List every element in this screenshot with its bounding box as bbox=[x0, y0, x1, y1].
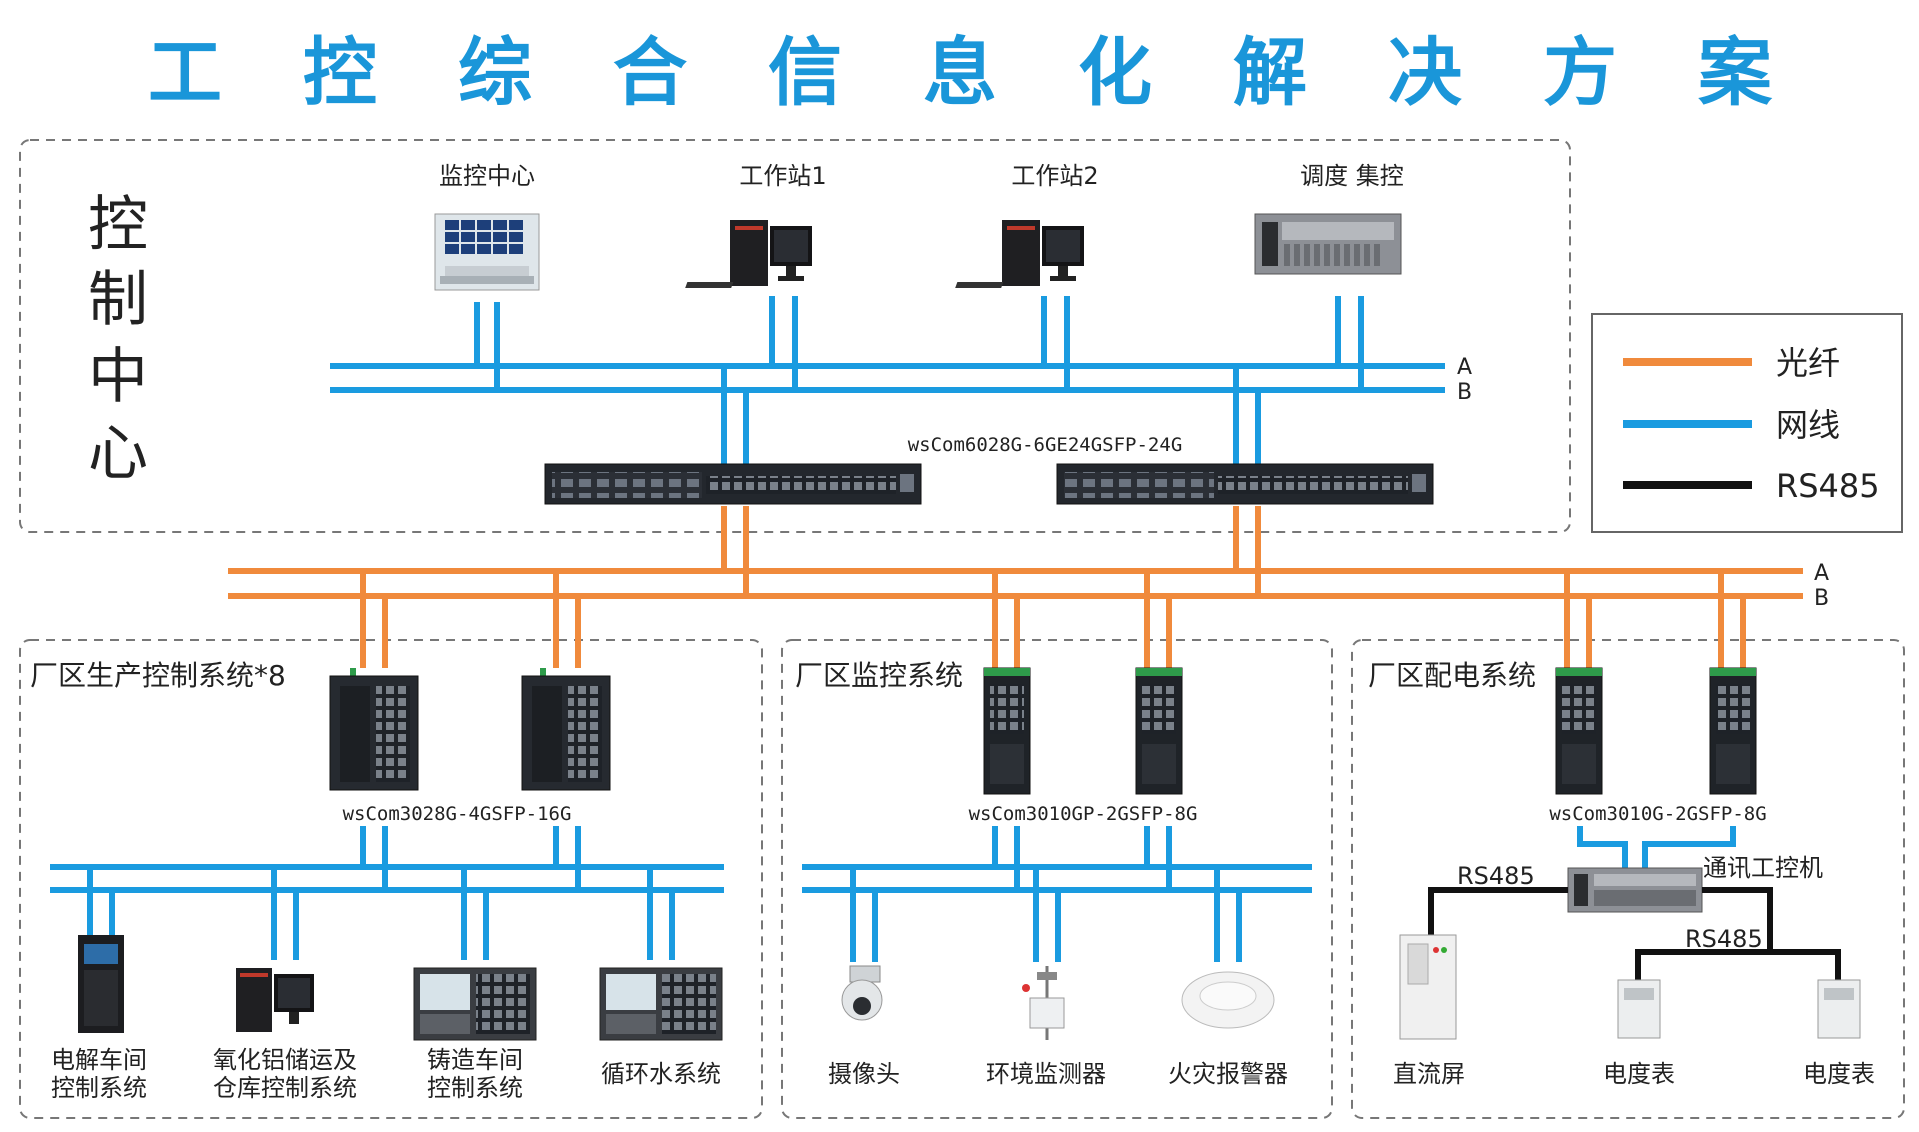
control-center-char: 心 bbox=[88, 419, 148, 489]
device-label-line1: 铸造车间 bbox=[427, 1046, 523, 1074]
bus-a-label: A bbox=[1457, 355, 1472, 380]
page-title: 工 控 综 合 信 息 化 解 决 方 案 bbox=[148, 30, 1773, 116]
zone-switch-model: wsCom3028G-4GSFP-16G bbox=[343, 803, 572, 825]
cabinet-icon bbox=[78, 935, 124, 1033]
desktop-pc-icon bbox=[236, 968, 314, 1032]
title-char: 工 bbox=[148, 30, 222, 116]
device-label: 直流屏 bbox=[1393, 1060, 1465, 1088]
title-char: 决 bbox=[1388, 30, 1462, 116]
title-char: 信 bbox=[768, 30, 842, 116]
slim-switch-icon bbox=[1135, 667, 1183, 795]
slim-switch-icon bbox=[1709, 667, 1757, 795]
legend: 光纤 网线 RS485 bbox=[1591, 313, 1903, 533]
slim-switch-icon bbox=[983, 667, 1031, 795]
core-switch-model: wsCom6028G-6GE24GSFP-24G bbox=[908, 434, 1183, 456]
device-label-line2: 控制系统 bbox=[51, 1074, 147, 1102]
slim-switch-icon bbox=[1555, 667, 1603, 795]
comm-pc-icon bbox=[1567, 867, 1703, 913]
node-label-workstation-1: 工作站1 bbox=[739, 162, 826, 190]
device-label: 电度表 bbox=[1603, 1060, 1675, 1088]
rs485-label: RS485 bbox=[1457, 862, 1535, 890]
node-label-monitor-center: 监控中心 bbox=[439, 162, 535, 190]
ethernet-links-control-center bbox=[330, 296, 1445, 466]
desktop-pc-icon bbox=[955, 220, 1084, 288]
device-label: 环境监测器 bbox=[986, 1060, 1106, 1088]
desktop-pc-icon bbox=[685, 220, 812, 288]
monitoring-zone bbox=[781, 639, 1333, 1119]
cnc-panel-icon bbox=[599, 967, 723, 1041]
legend-label-rs485: RS485 bbox=[1776, 467, 1880, 505]
bus-b-label: B bbox=[1457, 380, 1472, 405]
device-label-line2: 仓库控制系统 bbox=[213, 1074, 357, 1102]
control-center-char: 控 bbox=[88, 190, 148, 260]
legend-label-fiber: 光纤 bbox=[1776, 344, 1840, 382]
title-char: 控 bbox=[303, 30, 377, 116]
core-switch-1 bbox=[544, 463, 922, 505]
device-label: 摄像头 bbox=[828, 1060, 900, 1088]
power-zone bbox=[1351, 639, 1905, 1119]
title-char: 合 bbox=[613, 30, 687, 116]
device-label: 电度表 bbox=[1803, 1060, 1875, 1088]
control-center-char: 制 bbox=[88, 265, 148, 335]
title-char: 案 bbox=[1698, 30, 1773, 116]
zone-switch-model: wsCom3010G-2GSFP-8G bbox=[1549, 803, 1766, 825]
title-char: 化 bbox=[1078, 30, 1152, 116]
dome-camera-icon bbox=[841, 965, 883, 1021]
cnc-panel-icon bbox=[413, 967, 537, 1041]
smoke-detector-icon bbox=[1181, 971, 1275, 1029]
control-center-zone bbox=[19, 139, 1571, 533]
comm-pc-label: 通讯工控机 bbox=[1703, 854, 1823, 882]
din-switch-icon bbox=[521, 668, 611, 791]
node-label-workstation-2: 工作站2 bbox=[1011, 162, 1098, 190]
device-label-line2: 控制系统 bbox=[427, 1074, 523, 1102]
rs485-label: RS485 bbox=[1685, 925, 1763, 953]
fiber-links bbox=[228, 506, 1803, 668]
zone-switch-model: wsCom3010GP-2GSFP-8G bbox=[969, 803, 1198, 825]
legend-label-ethernet: 网线 bbox=[1776, 406, 1840, 444]
title-char: 综 bbox=[458, 30, 532, 116]
zone-title-monitoring: 厂区监控系统 bbox=[795, 659, 963, 692]
device-label-line1: 循环水系统 bbox=[601, 1060, 721, 1088]
monitor-wall-icon bbox=[434, 213, 540, 291]
rs485-links bbox=[1428, 887, 1841, 980]
control-center-char: 中 bbox=[88, 342, 148, 412]
core-switch-2 bbox=[1056, 463, 1434, 505]
ethernet-links-zones bbox=[50, 826, 1736, 962]
din-switch-icon bbox=[329, 668, 419, 791]
zone-title-power: 厂区配电系统 bbox=[1368, 659, 1536, 692]
env-monitor-icon bbox=[1022, 966, 1065, 1040]
device-label: 火灾报警器 bbox=[1168, 1060, 1288, 1088]
control-center-label: 控 制 中 心 bbox=[88, 190, 148, 489]
title-char: 息 bbox=[923, 30, 997, 116]
device-label-line1: 氧化铝储运及 bbox=[213, 1046, 357, 1074]
node-label-dispatch: 调度 集控 bbox=[1300, 162, 1404, 190]
device-label-line1: 电解车间 bbox=[51, 1046, 147, 1074]
production-zone bbox=[19, 639, 763, 1119]
title-char: 方 bbox=[1543, 30, 1617, 116]
zone-title-production: 厂区生产控制系统*8 bbox=[30, 659, 286, 692]
fiber-bus-a-label: A bbox=[1814, 561, 1829, 586]
title-char: 解 bbox=[1233, 30, 1307, 116]
energy-meter-icon bbox=[1817, 979, 1861, 1039]
rack-server-icon bbox=[1254, 213, 1402, 275]
energy-meter-icon bbox=[1617, 979, 1661, 1039]
dc-panel-icon bbox=[1399, 934, 1457, 1040]
fiber-bus-b-label: B bbox=[1814, 586, 1829, 611]
